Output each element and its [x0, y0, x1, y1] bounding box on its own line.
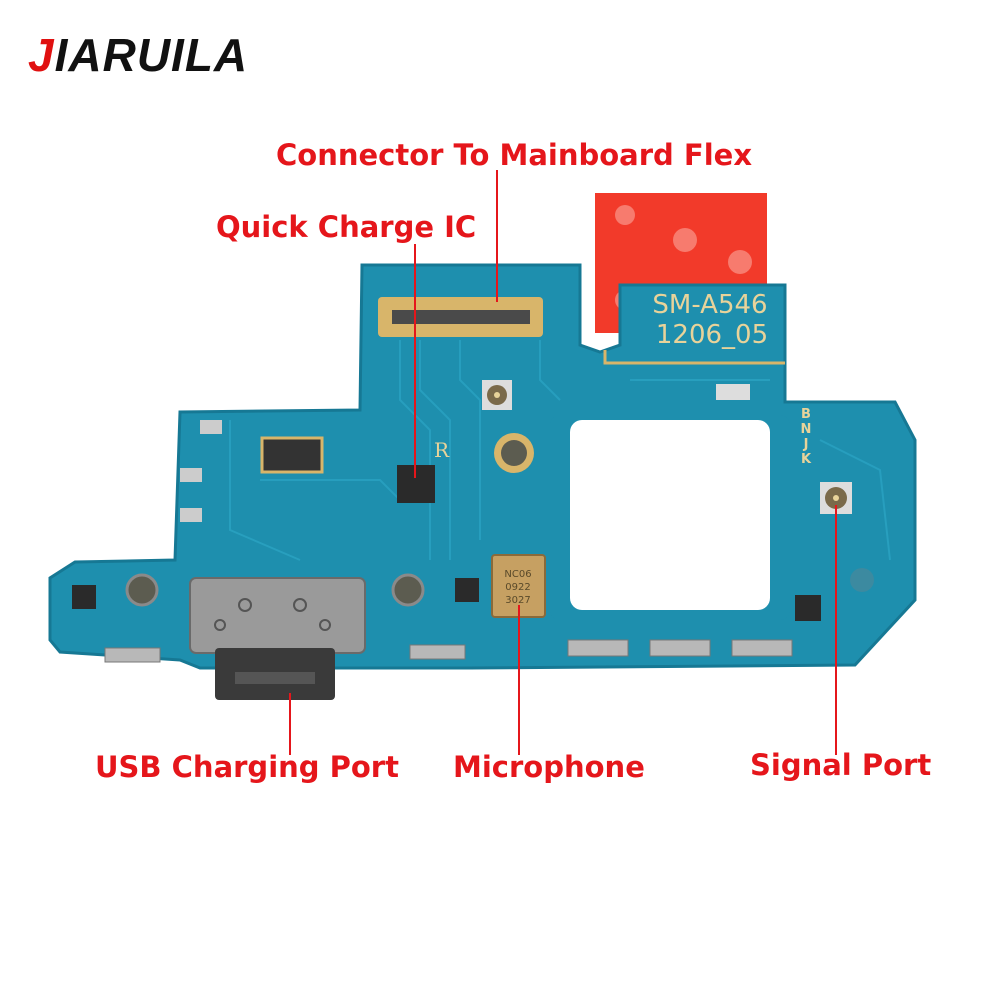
signal-port-socket: [820, 482, 852, 514]
silk-code: N: [801, 422, 812, 437]
svg-text:0922: 0922: [505, 582, 530, 593]
label-usb-port: USB Charging Port: [95, 750, 399, 784]
usb-charging-port: [189, 577, 366, 700]
svg-text:NC06: NC06: [504, 569, 531, 580]
label-signal-port: Signal Port: [750, 748, 932, 782]
label-connector: Connector To Mainboard Flex: [276, 138, 753, 172]
spring-contacts: [104, 639, 793, 663]
small-connector: [260, 436, 324, 474]
brand-logo: JIARUILA: [28, 29, 249, 81]
microphone-component: NC06 0922 3027: [491, 554, 546, 618]
antenna-socket: [482, 380, 512, 410]
revision-silkscreen: 1206_05: [656, 320, 768, 350]
silk-code: J: [803, 437, 809, 452]
silk-code: B: [801, 407, 811, 422]
mainboard-connector: [378, 297, 543, 337]
silk-code: K: [801, 452, 812, 467]
svg-text:3027: 3027: [505, 595, 530, 606]
silk-r: R: [434, 438, 450, 462]
label-quick-charge-ic: Quick Charge IC: [216, 210, 477, 244]
board-cutout: [570, 420, 770, 610]
model-silkscreen: SM-A546: [652, 290, 767, 320]
label-microphone: Microphone: [453, 750, 645, 784]
